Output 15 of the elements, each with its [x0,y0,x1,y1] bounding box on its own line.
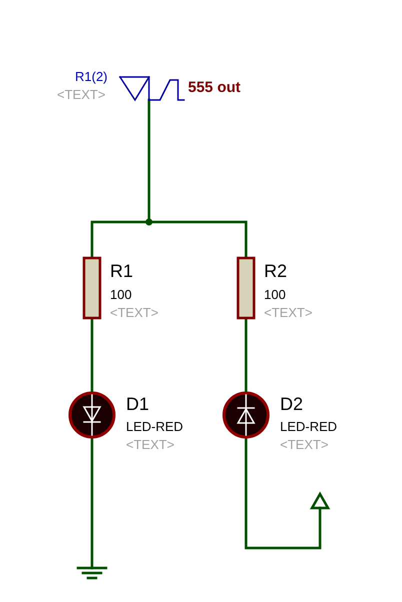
placeholder-text: <TEXT> [280,438,328,451]
value-label: LED-RED [280,420,338,433]
signal-label: 555 out [188,80,241,95]
component-label: D1 [126,395,150,413]
component-label: D2 [280,395,304,413]
value-label: 100 [110,288,132,301]
placeholder-text: <TEXT> [110,306,158,319]
value-label: LED-RED [126,420,184,433]
component-label: R2 [264,262,288,280]
placeholder-text: <TEXT> [57,88,106,101]
placeholder-text: <TEXT> [264,306,312,319]
placeholder-text: <TEXT> [126,438,174,451]
value-label: 100 [264,288,286,301]
pin-label: R1(2) [75,70,108,83]
component-label: R1 [110,262,134,280]
